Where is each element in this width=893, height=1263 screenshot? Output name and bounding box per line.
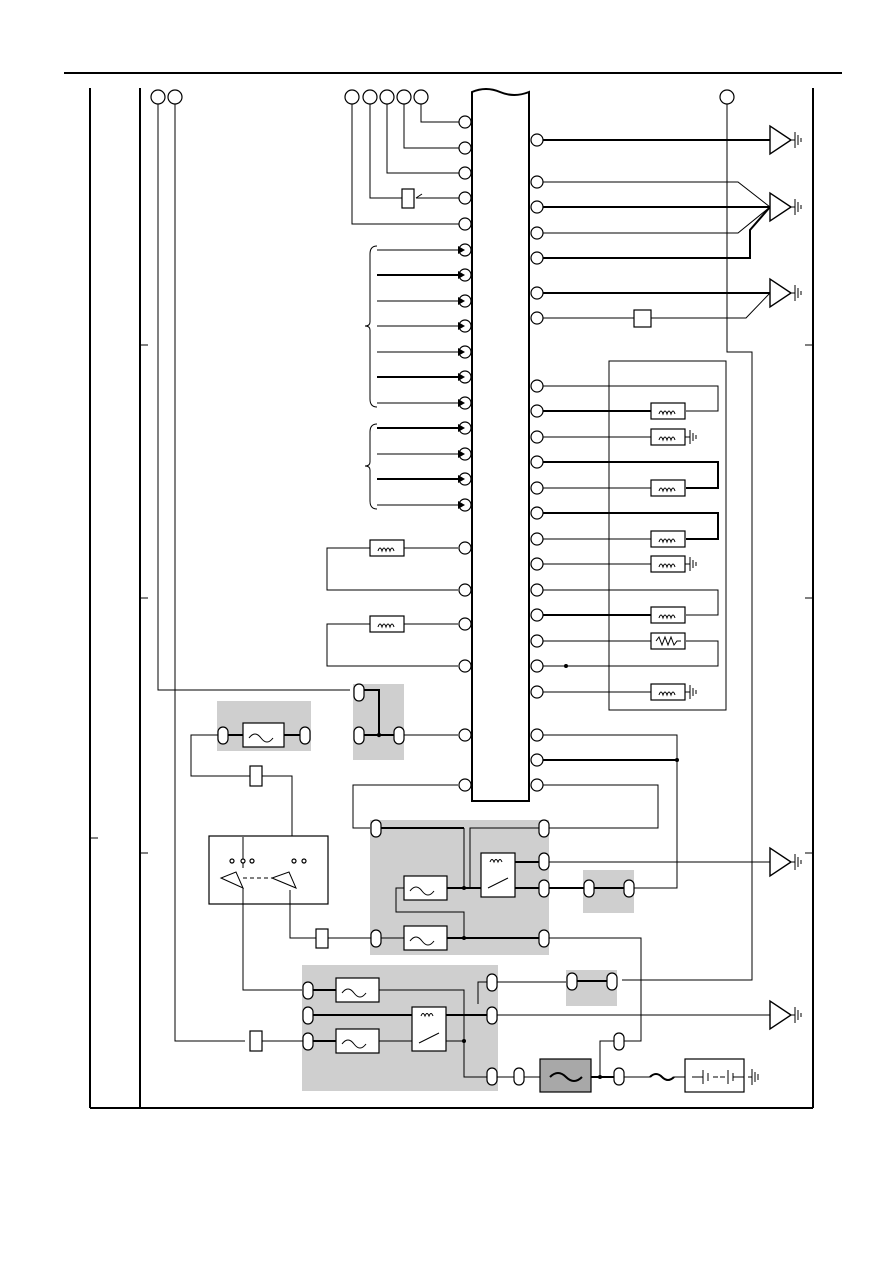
- feed-lines: [157, 104, 753, 1042]
- diagram-frame: [89, 88, 814, 1109]
- power-junction: [249, 972, 770, 1093]
- sensor-element: [401, 188, 464, 209]
- output-lines: [543, 139, 771, 328]
- junction-connectors: [190, 683, 458, 853]
- ignition-switch: [208, 835, 329, 991]
- triangle-connectors: [769, 124, 793, 1031]
- top-connectors: [150, 89, 735, 105]
- input-bus-lines: [364, 245, 465, 510]
- ground-icon: [685, 132, 802, 1085]
- ecu-left-pins: [458, 115, 472, 792]
- lower-right-wiring: [352, 734, 679, 889]
- central-junction: [315, 819, 770, 1042]
- actuator-group: [543, 360, 727, 711]
- left-coils: [326, 539, 458, 667]
- ecu-right-pins: [530, 133, 544, 792]
- ecu-body: [471, 88, 530, 802]
